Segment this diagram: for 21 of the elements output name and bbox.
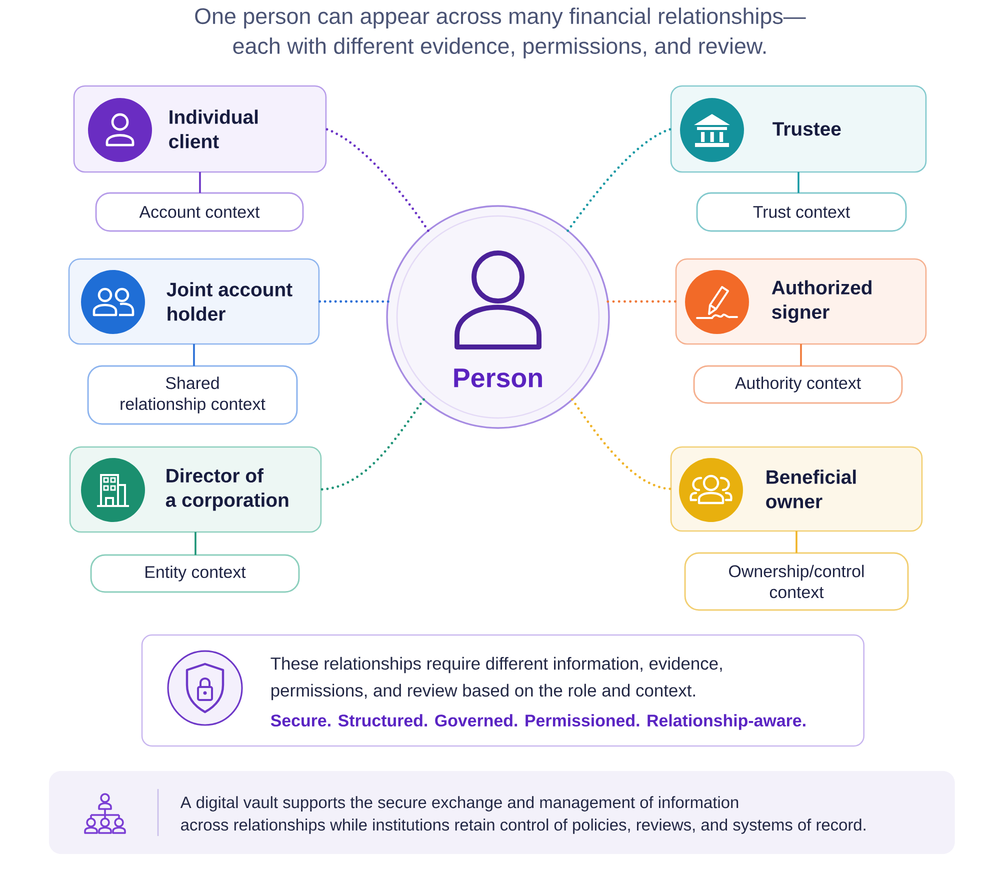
dotted-connector xyxy=(571,398,672,490)
connector-line xyxy=(193,344,195,366)
dotted-connector xyxy=(566,128,672,232)
context-box: Authority context xyxy=(693,365,903,404)
context-box: Ownership/control context xyxy=(684,552,909,611)
dotted-connector xyxy=(606,300,678,303)
dotted-connector xyxy=(320,398,425,491)
context-box: Account context xyxy=(95,192,304,232)
connector-line xyxy=(796,531,798,554)
connector-line xyxy=(194,532,196,556)
dotted-connector xyxy=(318,300,390,303)
context-box: Entity context xyxy=(90,554,300,593)
info-panel: These relationships require different information, evidence, permissions, and review based on the role and context. Secure. Structured. Governed. Permissioned. Relationship-aware. xyxy=(141,634,865,747)
connector-line xyxy=(199,172,201,193)
context-box: Shared relationship context xyxy=(87,365,298,425)
footer-band: A digital vault supports the secure exchange and management of information across relationships while institutions retain control of policies, reviews, and systems of record. xyxy=(49,771,955,854)
connector-line xyxy=(798,172,800,193)
connector-line xyxy=(800,344,802,366)
title: One person can appear across many financial relationships— each with different evidence, permissions, and review. xyxy=(195,8,806,58)
dotted-connector xyxy=(324,128,430,232)
context-box: Trust context xyxy=(696,192,907,232)
